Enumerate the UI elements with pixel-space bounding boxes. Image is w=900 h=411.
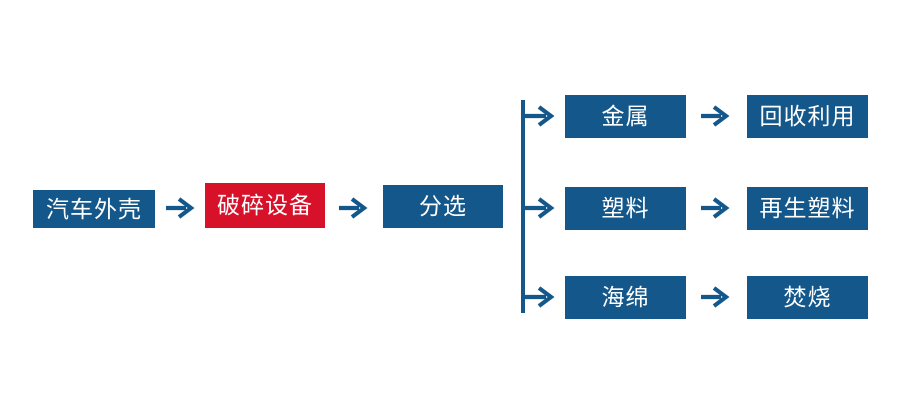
branch-node-metal: 金属 bbox=[565, 95, 686, 138]
branch-node-label: 再生塑料 bbox=[759, 195, 856, 221]
branch-right-arrow-icon bbox=[522, 285, 556, 309]
branch-node-label: 回收利用 bbox=[759, 103, 856, 129]
branch-node-label: 焚烧 bbox=[783, 284, 832, 310]
right-arrow-icon bbox=[700, 104, 730, 128]
right-arrow-icon bbox=[700, 196, 730, 220]
branch-right-arrow-icon bbox=[522, 104, 556, 128]
right-arrow-icon bbox=[338, 196, 368, 220]
branch-node-plastic: 塑料 bbox=[565, 187, 686, 230]
branch-node-recycled-plastic: 再生塑料 bbox=[747, 187, 868, 230]
flow-node-label: 破碎设备 bbox=[217, 192, 313, 218]
flow-node-sorting: 分选 bbox=[383, 185, 503, 228]
flow-node-label: 分选 bbox=[419, 193, 467, 219]
branch-node-label: 金属 bbox=[601, 103, 650, 129]
right-arrow-icon bbox=[700, 285, 730, 309]
right-arrow-icon bbox=[165, 196, 195, 220]
branch-node-label: 塑料 bbox=[601, 195, 650, 221]
branch-node-recycling: 回收利用 bbox=[747, 95, 868, 138]
flow-node-label: 汽车外壳 bbox=[46, 195, 142, 222]
branch-right-arrow-icon bbox=[522, 196, 556, 220]
branch-node-sponge: 海绵 bbox=[565, 276, 686, 319]
branch-node-label: 海绵 bbox=[601, 284, 650, 310]
flow-node-car-shell: 汽车外壳 bbox=[33, 190, 155, 228]
branch-node-incineration: 焚烧 bbox=[747, 276, 868, 319]
flow-node-crushing-equipment: 破碎设备 bbox=[205, 183, 325, 228]
